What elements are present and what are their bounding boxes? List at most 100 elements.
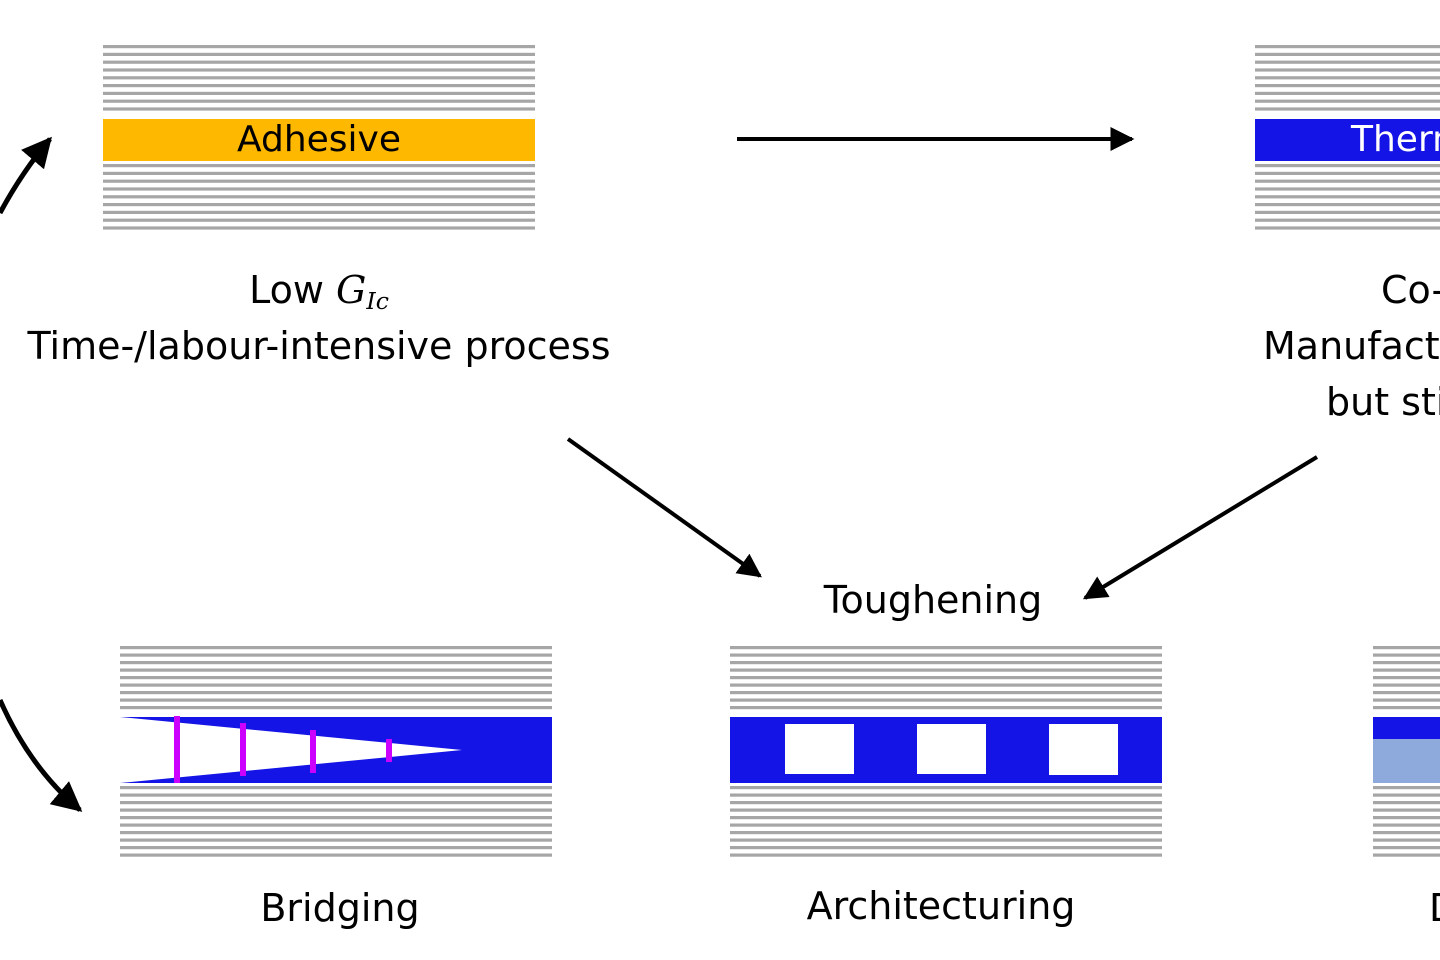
ply-line xyxy=(1255,91,1440,95)
ply-line xyxy=(103,187,535,191)
ply-line xyxy=(120,808,552,812)
ply-line xyxy=(1373,846,1440,850)
ply-line xyxy=(1373,698,1440,702)
crack-wedge xyxy=(120,717,462,783)
bridging-laminate-upper xyxy=(120,646,552,710)
but-still-caption: but sti xyxy=(1326,380,1440,424)
ply-line xyxy=(103,107,535,111)
gic-base: G xyxy=(336,268,367,312)
top-left-laminate xyxy=(103,45,535,111)
ply-line xyxy=(103,203,535,207)
ply-line xyxy=(1373,853,1440,857)
ply-line xyxy=(1373,668,1440,672)
ply-line xyxy=(120,853,552,857)
ply-line xyxy=(120,838,552,842)
ply-line xyxy=(730,793,1162,797)
ply-line xyxy=(120,801,552,805)
ply-line xyxy=(103,91,535,95)
curved-arrow-down xyxy=(0,698,83,812)
ply-line xyxy=(1255,68,1440,72)
ply-line xyxy=(730,661,1162,665)
top-right-laminate-lower xyxy=(1255,164,1440,230)
architecturing-label: Architecturing xyxy=(806,884,1076,928)
ply-line xyxy=(120,661,552,665)
ply-line xyxy=(730,816,1162,820)
ply-line xyxy=(1255,179,1440,183)
ply-line xyxy=(1373,808,1440,812)
ply-line xyxy=(1373,691,1440,695)
ply-line xyxy=(103,45,535,49)
arrow-to-toughening-left xyxy=(566,437,762,578)
ply-line xyxy=(103,226,535,230)
curved-arrow-up xyxy=(0,136,52,215)
gic-symbol: GIc xyxy=(336,268,389,313)
ply-line xyxy=(730,646,1162,650)
ply-line xyxy=(120,668,552,672)
ply-line xyxy=(1255,226,1440,230)
ply-line xyxy=(103,210,535,214)
ply-line xyxy=(103,68,535,72)
ply-line xyxy=(1255,52,1440,56)
ply-line xyxy=(730,786,1162,790)
ply-line xyxy=(103,84,535,88)
bridging-laminate-lower xyxy=(120,786,552,857)
ply-line xyxy=(1255,84,1440,88)
ply-line xyxy=(1255,171,1440,175)
ply-line xyxy=(1255,76,1440,80)
ply-line xyxy=(1255,45,1440,49)
toughening-title: Toughening xyxy=(823,578,1043,622)
ply-line xyxy=(1373,706,1440,710)
ply-line xyxy=(1373,793,1440,797)
ply-line xyxy=(103,60,535,64)
ply-line xyxy=(103,52,535,56)
ply-line xyxy=(120,786,552,790)
ply-line xyxy=(730,668,1162,672)
ply-line xyxy=(1255,60,1440,64)
ply-line xyxy=(730,706,1162,710)
ply-line xyxy=(730,698,1162,702)
ply-line xyxy=(730,801,1162,805)
ply-line xyxy=(730,838,1162,842)
bottom-right-light-layer xyxy=(1373,739,1440,783)
ply-line xyxy=(1255,164,1440,168)
ply-line xyxy=(120,823,552,827)
bottom-right-laminate-lower xyxy=(1373,786,1440,857)
arrow-to-toughening-right xyxy=(1082,455,1319,600)
bottom-right-laminate-upper xyxy=(1373,646,1440,710)
ply-line xyxy=(120,831,552,835)
time-labour-caption: Time-/labour-intensive process xyxy=(27,324,611,368)
bridging-label: Bridging xyxy=(260,886,420,930)
ply-line xyxy=(120,706,552,710)
low-gic-caption: Low GIc xyxy=(249,271,389,313)
ply-line xyxy=(1373,653,1440,657)
bottom-right-label: D xyxy=(1429,889,1440,927)
co-caption: Co- xyxy=(1381,268,1440,312)
ply-line xyxy=(120,793,552,797)
ply-line xyxy=(120,676,552,680)
ply-line xyxy=(1373,661,1440,665)
low-gic-prefix: Low xyxy=(249,268,337,312)
architecturing-laminate-lower xyxy=(730,786,1162,857)
ply-line xyxy=(730,653,1162,657)
ply-line xyxy=(120,683,552,687)
ply-line xyxy=(103,99,535,103)
ply-line xyxy=(1255,99,1440,103)
architecturing-laminate-upper xyxy=(730,646,1162,710)
ply-line xyxy=(1255,203,1440,207)
architecture-cell xyxy=(1049,724,1118,775)
ply-line xyxy=(120,691,552,695)
ply-line xyxy=(1373,831,1440,835)
ply-line xyxy=(730,853,1162,857)
ply-line xyxy=(1373,676,1440,680)
thermoplastic-label: Therm xyxy=(1351,119,1440,160)
ply-line xyxy=(103,171,535,175)
ply-line xyxy=(103,195,535,199)
top-right-laminate xyxy=(1255,45,1440,111)
ply-line xyxy=(1373,823,1440,827)
ply-line xyxy=(1255,187,1440,191)
ply-line xyxy=(120,698,552,702)
thermoplastic-layer xyxy=(1255,119,1440,161)
ply-line xyxy=(730,823,1162,827)
architecture-cell xyxy=(917,724,986,774)
